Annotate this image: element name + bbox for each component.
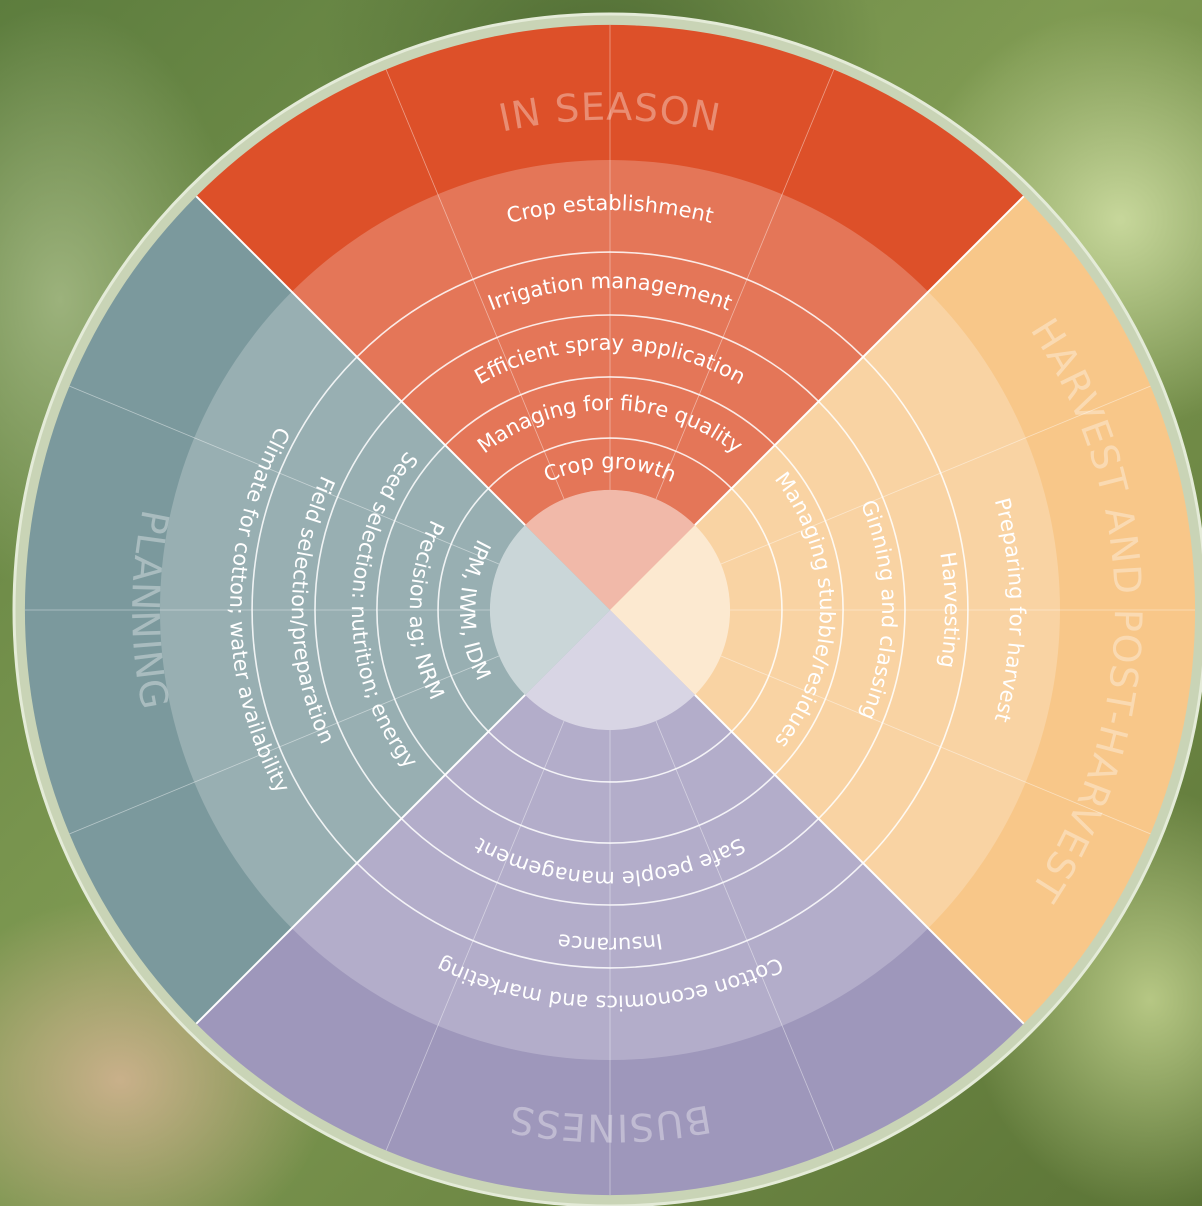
in-season-ring-line	[356, 251, 864, 358]
in-season-ring-line	[487, 437, 733, 489]
harvest-ring-line	[731, 487, 783, 733]
business-outer-band	[196, 610, 1024, 1196]
planning-ring-line	[251, 356, 358, 864]
in-season-hub-overlay	[525, 489, 695, 610]
quadrant-harvest-and-post-harvest[interactable]	[610, 196, 1196, 1024]
harvest-hub-overlay	[610, 525, 731, 695]
planning-ring-line	[437, 487, 489, 733]
harvest-outer-band	[610, 196, 1196, 1024]
business-ring-line	[356, 862, 864, 969]
planning-outer-band	[24, 196, 610, 1024]
in-season-ring-line	[400, 314, 820, 402]
wheel-hub	[489, 489, 731, 731]
planning-hub-overlay	[489, 525, 610, 695]
business-ring-line	[444, 774, 776, 844]
business-item-label: Insurance	[556, 929, 664, 957]
harvest-ring-line	[818, 400, 906, 820]
business-inner-band	[291, 610, 929, 1061]
in-season-outer-band	[196, 24, 1024, 610]
planning-ring-line	[376, 444, 446, 776]
quadrant-business[interactable]	[196, 610, 1024, 1196]
quadrant-in-season[interactable]	[196, 24, 1024, 611]
harvest-inner-band	[610, 291, 1061, 929]
harvest-item-label: Harvesting	[935, 550, 964, 669]
business-hub-overlay	[525, 610, 695, 731]
business-ring-line	[400, 818, 820, 906]
quadrant-planning[interactable]	[24, 196, 610, 1024]
in-season-inner-band	[291, 159, 929, 611]
planning-ring-line	[314, 400, 402, 820]
in-season-ring-line	[444, 376, 776, 446]
planning-inner-band	[159, 291, 610, 929]
business-ring-line	[487, 731, 733, 783]
harvest-ring-line	[862, 356, 969, 864]
harvest-ring-line	[774, 444, 844, 776]
